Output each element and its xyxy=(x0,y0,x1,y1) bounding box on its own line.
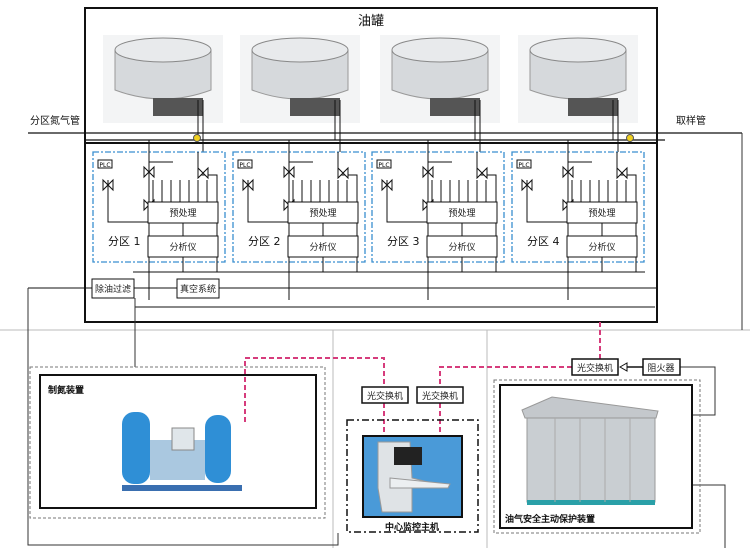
monitor-host-label: 中心监控主机 xyxy=(385,521,439,533)
sampling-pipe-label: 取样管 xyxy=(676,114,706,127)
tank-roof xyxy=(251,37,349,63)
nitrogen-pipe-label: 分区氮气管 xyxy=(30,114,80,127)
oil-tank-image xyxy=(103,35,223,152)
tank-title: 油罐 xyxy=(358,14,384,29)
zone-label: 分区 1 xyxy=(108,235,141,248)
protection-device-outer xyxy=(493,379,701,534)
tank-pipes xyxy=(430,98,480,116)
flame-arrester-label: 阻火器 xyxy=(647,363,674,374)
oil-filter-label: 除油过滤 xyxy=(95,283,131,295)
protection-device-label: 油气安全主动保护装置 xyxy=(505,513,595,525)
valve-icon xyxy=(422,165,434,179)
optical-switch-2 xyxy=(416,386,464,404)
tank-roof xyxy=(114,37,212,63)
optical-switch-1 xyxy=(361,386,409,404)
analyzer-label: 分析仪 xyxy=(309,241,336,253)
tank-pipes xyxy=(153,98,203,116)
zone-label: 分区 4 xyxy=(527,235,560,248)
vacuum-system-box xyxy=(176,278,220,299)
pipe-junction-dot xyxy=(626,134,634,142)
nitrogen-device-label: 制氮装置 xyxy=(48,384,84,396)
pipe-junction-dot xyxy=(193,134,201,142)
optical-switch-label: 光交换机 xyxy=(367,390,403,402)
valve-icon xyxy=(102,178,114,192)
oil-tank-image xyxy=(518,35,638,152)
oil-filter-box xyxy=(91,278,135,299)
zone-pipe xyxy=(526,180,567,223)
zone-pipe xyxy=(247,180,288,223)
plc-label: PLC xyxy=(378,162,389,169)
valve-icon xyxy=(337,166,349,180)
zone-label: 分区 2 xyxy=(248,235,281,248)
arrow-head-icon xyxy=(618,362,628,372)
zone-border xyxy=(511,151,645,263)
valve-icon xyxy=(242,178,254,192)
pretreat-label: 预处理 xyxy=(169,207,196,219)
valve-icon xyxy=(521,178,533,192)
nitrogen-device-box xyxy=(39,374,317,509)
arrester-line xyxy=(680,366,716,416)
plc-icon xyxy=(237,159,253,169)
zone-area-box xyxy=(84,142,658,323)
pretreat-label: 预处理 xyxy=(309,207,336,219)
pretreat-label: 预处理 xyxy=(588,207,615,219)
plc-icon xyxy=(97,159,113,169)
plc-label: PLC xyxy=(239,162,250,169)
zone-label: 分区 3 xyxy=(387,235,420,248)
analyzer-label: 分析仪 xyxy=(588,241,615,253)
optical-switch-label: 光交换机 xyxy=(577,362,613,374)
plc-label: PLC xyxy=(99,162,110,169)
zone-border xyxy=(92,151,226,263)
device-exhaust-line xyxy=(692,484,726,548)
zone-border xyxy=(371,151,505,263)
plc-icon xyxy=(516,159,532,169)
tank-roof xyxy=(529,37,627,63)
pretreat-label: 预处理 xyxy=(448,207,475,219)
valve-icon xyxy=(616,166,628,180)
oil-tank-image xyxy=(240,35,360,152)
analyzer-label: 分析仪 xyxy=(169,241,196,253)
optical-switch-3 xyxy=(571,358,619,376)
nitrogen-generator-image xyxy=(122,412,242,491)
monitor-host-outer xyxy=(346,419,479,533)
analyzer-label: 分析仪 xyxy=(448,241,475,253)
valve-icon xyxy=(562,165,574,179)
nitrogen-supply-line xyxy=(27,288,339,546)
tank-pipes xyxy=(290,98,340,116)
vacuum-system-label: 真空系统 xyxy=(180,283,216,295)
tank-roof xyxy=(391,37,489,63)
zone-border xyxy=(232,151,366,263)
valve-icon xyxy=(143,165,155,179)
nitrogen-device-outer xyxy=(29,366,326,519)
valve-icon xyxy=(197,166,209,180)
tank-images xyxy=(103,35,638,152)
zone-pipe xyxy=(107,180,148,223)
tank-pipes xyxy=(568,98,618,116)
optical-switch-label: 光交换机 xyxy=(422,390,458,402)
valve-icon xyxy=(381,178,393,192)
zone-pipe xyxy=(386,180,427,223)
console-image xyxy=(377,441,451,513)
cabinet-image xyxy=(521,396,659,505)
valve-icon xyxy=(476,166,488,180)
plc-label: PLC xyxy=(518,162,529,169)
valve-icon xyxy=(283,165,295,179)
oil-tank-image xyxy=(380,35,500,152)
plc-icon xyxy=(376,159,392,169)
